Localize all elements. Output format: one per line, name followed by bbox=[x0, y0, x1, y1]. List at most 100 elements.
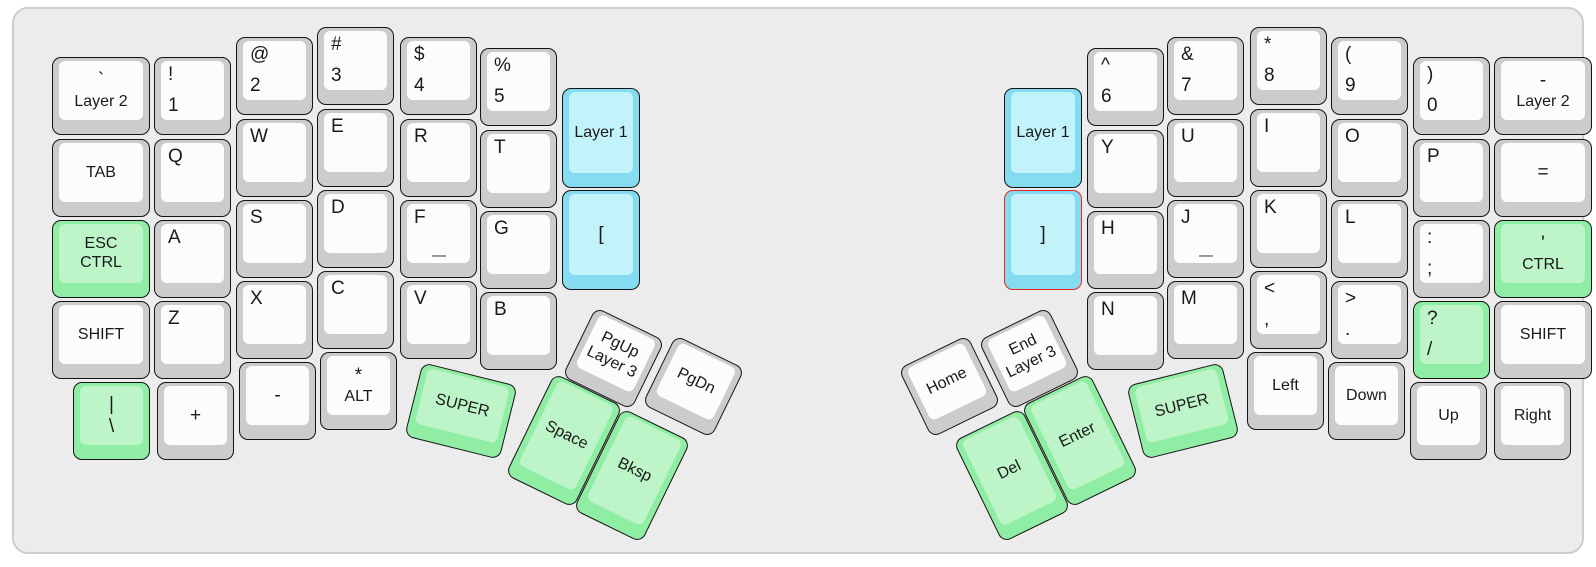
key-m[interactable]: M bbox=[1167, 281, 1244, 359]
key-legend: V bbox=[414, 288, 427, 309]
key-legend: 9 bbox=[1345, 74, 1356, 96]
key-d[interactable]: D bbox=[317, 190, 394, 268]
key-question-slash[interactable]: ?/ bbox=[1413, 301, 1490, 379]
key-h[interactable]: H bbox=[1087, 211, 1164, 289]
keycap-top: - bbox=[246, 366, 309, 425]
key-down-arrow[interactable]: Down bbox=[1328, 362, 1405, 440]
keycap-top: E bbox=[324, 113, 387, 172]
key-minus-left[interactable]: - bbox=[239, 362, 316, 440]
key-k[interactable]: K bbox=[1250, 190, 1327, 268]
key-dollar-4[interactable]: $4 bbox=[400, 37, 477, 115]
key-tab[interactable]: TAB bbox=[52, 139, 150, 217]
key-legend: G bbox=[494, 218, 509, 239]
key-caret-6[interactable]: ^6 bbox=[1087, 48, 1164, 126]
key-y[interactable]: Y bbox=[1087, 130, 1164, 208]
key-minus-layer-2[interactable]: -Layer 2 bbox=[1494, 57, 1592, 135]
keycap-top: M bbox=[1174, 285, 1237, 344]
keycap-top: SUPER bbox=[1134, 367, 1230, 444]
keycap-top: + bbox=[164, 386, 227, 445]
key-legend: 3 bbox=[331, 64, 342, 86]
key-legend: @ bbox=[250, 44, 270, 65]
key-l[interactable]: L bbox=[1331, 200, 1408, 278]
key-legend: L bbox=[1345, 207, 1356, 228]
keycap-top: G bbox=[487, 215, 550, 274]
key-r[interactable]: R bbox=[400, 119, 477, 197]
key-layer-2-left[interactable]: `Layer 2 bbox=[52, 57, 150, 135]
key-super-left[interactable]: SUPER bbox=[404, 362, 518, 460]
key-q[interactable]: Q bbox=[154, 139, 231, 217]
key-right-arrow[interactable]: Right bbox=[1494, 382, 1571, 460]
key-x[interactable]: X bbox=[236, 281, 313, 359]
key-super-right[interactable]: SUPER bbox=[1126, 362, 1240, 460]
key-paren-0[interactable]: )0 bbox=[1413, 57, 1490, 135]
key-legend: / bbox=[1427, 338, 1433, 360]
key-legend: TAB bbox=[86, 163, 116, 181]
key-exclam-1[interactable]: !1 bbox=[154, 57, 231, 135]
keycap-top: C bbox=[324, 275, 387, 334]
keycap-top: J bbox=[1174, 204, 1237, 263]
key-hash-3[interactable]: #3 bbox=[317, 27, 394, 105]
key-z[interactable]: Z bbox=[154, 301, 231, 379]
key-greater-period[interactable]: >. bbox=[1331, 281, 1408, 359]
key-pipe-backslash[interactable]: |\ bbox=[73, 382, 150, 460]
keycap-top: *ALT bbox=[327, 356, 390, 415]
keycap-top: SUPER bbox=[414, 367, 510, 444]
key-u[interactable]: U bbox=[1167, 119, 1244, 197]
key-v[interactable]: V bbox=[400, 281, 477, 359]
key-legend: $ bbox=[414, 44, 425, 65]
key-f[interactable]: F bbox=[400, 200, 477, 278]
key-legend: Right bbox=[1513, 406, 1552, 424]
key-p[interactable]: P bbox=[1413, 139, 1490, 217]
key-percent-5[interactable]: %5 bbox=[480, 48, 557, 126]
keycap-top: K bbox=[1257, 194, 1320, 253]
key-paren-9[interactable]: (9 bbox=[1331, 37, 1408, 115]
key-g[interactable]: G bbox=[480, 211, 557, 289]
key-i[interactable]: I bbox=[1250, 109, 1327, 187]
key-legend: ) bbox=[1427, 64, 1434, 85]
key-layer-1-right[interactable]: Layer 1 bbox=[1004, 88, 1082, 188]
key-close-bracket[interactable]: ] bbox=[1004, 190, 1082, 290]
key-legend: | bbox=[109, 393, 114, 415]
key-equals[interactable]: = bbox=[1494, 139, 1592, 217]
key-amp-7[interactable]: &7 bbox=[1167, 37, 1244, 115]
key-legend: # bbox=[331, 34, 342, 55]
key-j[interactable]: J bbox=[1167, 200, 1244, 278]
key-asterisk-8[interactable]: *8 bbox=[1250, 27, 1327, 105]
key-legend: + bbox=[189, 404, 202, 426]
key-shift-right[interactable]: SHIFT bbox=[1494, 301, 1592, 379]
keycap-top: Z bbox=[161, 305, 224, 364]
key-s[interactable]: S bbox=[236, 200, 313, 278]
key-shift-left[interactable]: SHIFT bbox=[52, 301, 150, 379]
key-w[interactable]: W bbox=[236, 119, 313, 197]
key-legend: SHIFT bbox=[1519, 325, 1567, 343]
key-e[interactable]: E bbox=[317, 109, 394, 187]
key-legend: ! bbox=[168, 64, 174, 85]
key-up-arrow[interactable]: Up bbox=[1410, 382, 1487, 460]
key-quote-ctrl[interactable]: 'CTRL bbox=[1494, 220, 1592, 298]
keycap-top: D bbox=[324, 194, 387, 253]
key-n[interactable]: N bbox=[1087, 292, 1164, 370]
key-asterisk-alt[interactable]: *ALT bbox=[320, 352, 397, 430]
keycap-top: [ bbox=[569, 194, 633, 275]
key-legend: Z bbox=[168, 308, 180, 329]
key-t[interactable]: T bbox=[480, 130, 557, 208]
key-open-bracket[interactable]: [ bbox=[562, 190, 640, 290]
key-c[interactable]: C bbox=[317, 271, 394, 349]
keycap-top: (9 bbox=[1338, 41, 1401, 100]
key-a[interactable]: A bbox=[154, 220, 231, 298]
key-at-2[interactable]: @2 bbox=[236, 37, 313, 115]
key-left-arrow[interactable]: Left bbox=[1247, 352, 1324, 430]
key-legend: Layer 2 bbox=[1516, 92, 1570, 110]
key-plus[interactable]: + bbox=[157, 382, 234, 460]
keycap-top: !1 bbox=[161, 61, 224, 120]
key-o[interactable]: O bbox=[1331, 119, 1408, 197]
key-layer-1-left[interactable]: Layer 1 bbox=[562, 88, 640, 188]
key-b[interactable]: B bbox=[480, 292, 557, 370]
key-less-comma[interactable]: <, bbox=[1250, 271, 1327, 349]
key-colon-semicolon[interactable]: :; bbox=[1413, 220, 1490, 298]
keycap-top: PgDn bbox=[654, 341, 737, 422]
